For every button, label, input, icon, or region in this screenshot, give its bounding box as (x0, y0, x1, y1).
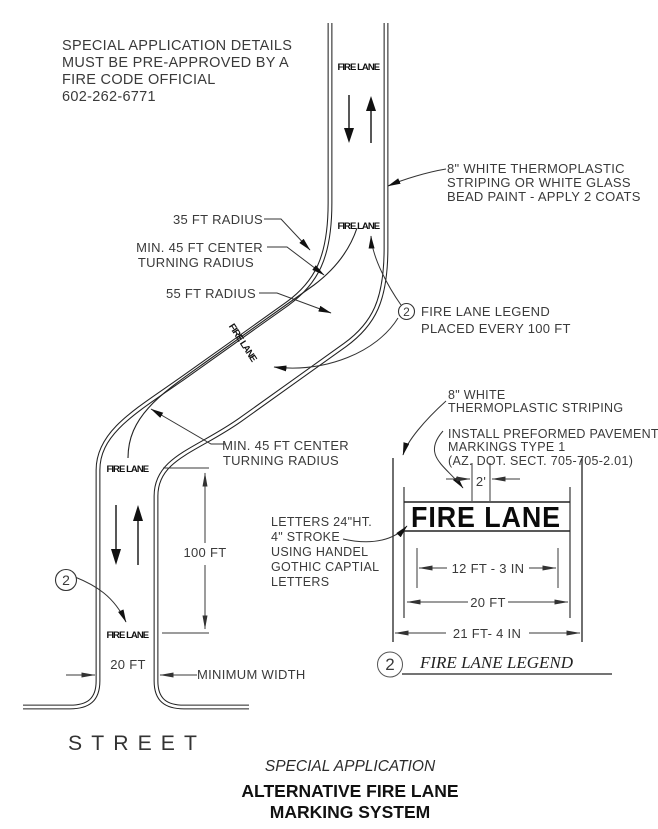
dimension-20ft-inner: 20 FT (406, 595, 569, 610)
detail-title: 2 FIRE LANE LEGEND (377, 651, 612, 678)
fire-lane-legend-detail: FIRE LANE 8" WHITE THERMOPLASTIC STRIPIN… (271, 388, 658, 678)
detail-striping-note: 8" WHITE THERMOPLASTIC STRIPING (402, 388, 623, 456)
svg-text:SPECIAL APPLICATION DETAILS: SPECIAL APPLICATION DETAILS (62, 38, 292, 54)
leader-arrow (342, 525, 408, 543)
lower-radius-callout: MIN. 45 FT CENTER TURNING RADIUS (150, 408, 349, 468)
svg-text:LETTERS 24"HT.: LETTERS 24"HT. (271, 515, 372, 529)
svg-text:STRIPING OR WHITE GLASS: STRIPING OR WHITE GLASS (447, 175, 631, 190)
svg-text:PLACED EVERY 100 FT: PLACED EVERY 100 FT (421, 321, 571, 336)
leader-arrow (433, 430, 464, 489)
svg-text:BEAD PAINT - APPLY 2 COATS: BEAD PAINT - APPLY 2 COATS (447, 189, 641, 204)
radius-45-label-line2: TURNING RADIUS (138, 255, 254, 270)
svg-text:4" STROKE: 4" STROKE (271, 530, 340, 544)
svg-text:FIRE CODE OFFICIAL: FIRE CODE OFFICIAL (62, 72, 216, 88)
radius-55-label: 55 FT RADIUS (166, 286, 256, 301)
minimum-width-label: MINIMUM WIDTH (197, 667, 306, 682)
legend-placement-note: 2 FIRE LANE LEGEND PLACED EVERY 100 FT (273, 235, 571, 372)
callout-circle (54, 568, 78, 592)
sheet-subtitle: SPECIAL APPLICATION (265, 758, 436, 775)
striping-note: 8" WHITE THERMOPLASTIC STRIPING OR WHITE… (387, 161, 641, 204)
svg-text:THERMOPLASTIC STRIPING: THERMOPLASTIC STRIPING (448, 401, 623, 415)
title-callout-number: 2 (385, 655, 394, 674)
svg-text:USING HANDEL: USING HANDEL (271, 545, 368, 559)
road-left-edge (23, 23, 333, 710)
svg-text:2': 2' (476, 474, 486, 489)
leader-arrow (259, 292, 332, 314)
dimension-12ft-3in: 12 FT - 3 IN (416, 548, 559, 588)
svg-text:21 FT- 4 IN: 21 FT- 4 IN (453, 626, 521, 641)
traffic-arrows-upper (344, 95, 376, 143)
fire-lane-label-top: FIRE LANE (338, 62, 381, 73)
dim-100ft-text: 100 FT (184, 545, 227, 560)
radius-35-label: 35 FT RADIUS (173, 212, 263, 227)
sheet-title-line1: ALTERNATIVE FIRE LANE (241, 781, 458, 801)
svg-text:MUST BE PRE-APPROVED BY A: MUST BE PRE-APPROVED BY A (62, 55, 289, 71)
svg-text:INSTALL PREFORMED PAVEMENT: INSTALL PREFORMED PAVEMENT (448, 427, 658, 441)
callout-circle (397, 302, 416, 321)
svg-text:FIRE LANE LEGEND: FIRE LANE LEGEND (421, 304, 550, 319)
leader-arrow (387, 168, 447, 187)
detail-letters-note: LETTERS 24"HT. 4" STROKE USING HANDEL GO… (271, 515, 408, 589)
sheet-title-line2: MARKING SYSTEM (270, 802, 430, 822)
leader-arrow (273, 317, 399, 372)
fire-lane-label-lower-top: FIRE LANE (107, 464, 150, 475)
leader-arrow (264, 218, 311, 251)
title-callout-circle (377, 651, 403, 678)
svg-text:LETTERS: LETTERS (271, 575, 329, 589)
callout-number: 2 (62, 572, 70, 588)
approval-note: SPECIAL APPLICATION DETAILS MUST BE PRE-… (62, 38, 292, 105)
callout-number: 2 (403, 305, 410, 319)
svg-text:8" WHITE THERMOPLASTIC: 8" WHITE THERMOPLASTIC (447, 161, 625, 176)
leader-arrow (368, 235, 402, 306)
road-right-edge (153, 23, 389, 710)
svg-text:MIN. 45 FT CENTER: MIN. 45 FT CENTER (222, 438, 349, 453)
dimension-2ft-gap: 2' (446, 463, 520, 501)
leader-arrow (150, 408, 225, 445)
road-centerline (127, 227, 358, 459)
detail-title-text: FIRE LANE LEGEND (419, 653, 574, 672)
street-label: STREET (68, 732, 206, 755)
svg-text:602-262-6771: 602-262-6771 (62, 89, 156, 105)
radius-45-label-line1: MIN. 45 FT CENTER (136, 240, 263, 255)
fire-lane-road: FIRE LANE FIRE LANE FIRE LANE FIRE LANE … (23, 23, 389, 710)
dimension-21ft-4in: 21 FT- 4 IN (394, 626, 581, 641)
svg-text:20 FT: 20 FT (470, 595, 505, 610)
leader-arrow (267, 246, 325, 276)
pavement-fire-lane-text: FIRE LANE (411, 502, 561, 534)
svg-text:(AZ. DOT. SECT. 705-705-2.01): (AZ. DOT. SECT. 705-705-2.01) (448, 454, 633, 468)
dim-20ft-text: 20 FT (110, 657, 145, 672)
svg-text:GOTHIC CAPTIAL: GOTHIC CAPTIAL (271, 560, 379, 574)
dimension-100ft: 100 FT (162, 467, 227, 634)
radius-callouts: 35 FT RADIUS MIN. 45 FT CENTER TURNING R… (136, 212, 332, 314)
svg-text:8" WHITE: 8" WHITE (448, 388, 506, 402)
detail-install-note: INSTALL PREFORMED PAVEMENT MARKINGS TYPE… (433, 427, 658, 489)
dimension-20ft-width: 20 FT MINIMUM WIDTH (66, 657, 306, 682)
svg-text:MARKINGS TYPE 1: MARKINGS TYPE 1 (448, 440, 566, 454)
leader-arrow (74, 576, 127, 623)
sheet-title: SPECIAL APPLICATION ALTERNATIVE FIRE LAN… (241, 758, 458, 822)
lower-callout: 2 (54, 568, 127, 623)
traffic-arrows-lower (111, 505, 143, 565)
svg-text:12 FT - 3 IN: 12 FT - 3 IN (452, 561, 525, 576)
fire-lane-label-curve: FIRE LANE (338, 221, 381, 232)
svg-text:TURNING RADIUS: TURNING RADIUS (223, 453, 339, 468)
fire-lane-label-lower-bottom: FIRE LANE (107, 630, 150, 641)
leader-arrow (402, 400, 447, 456)
